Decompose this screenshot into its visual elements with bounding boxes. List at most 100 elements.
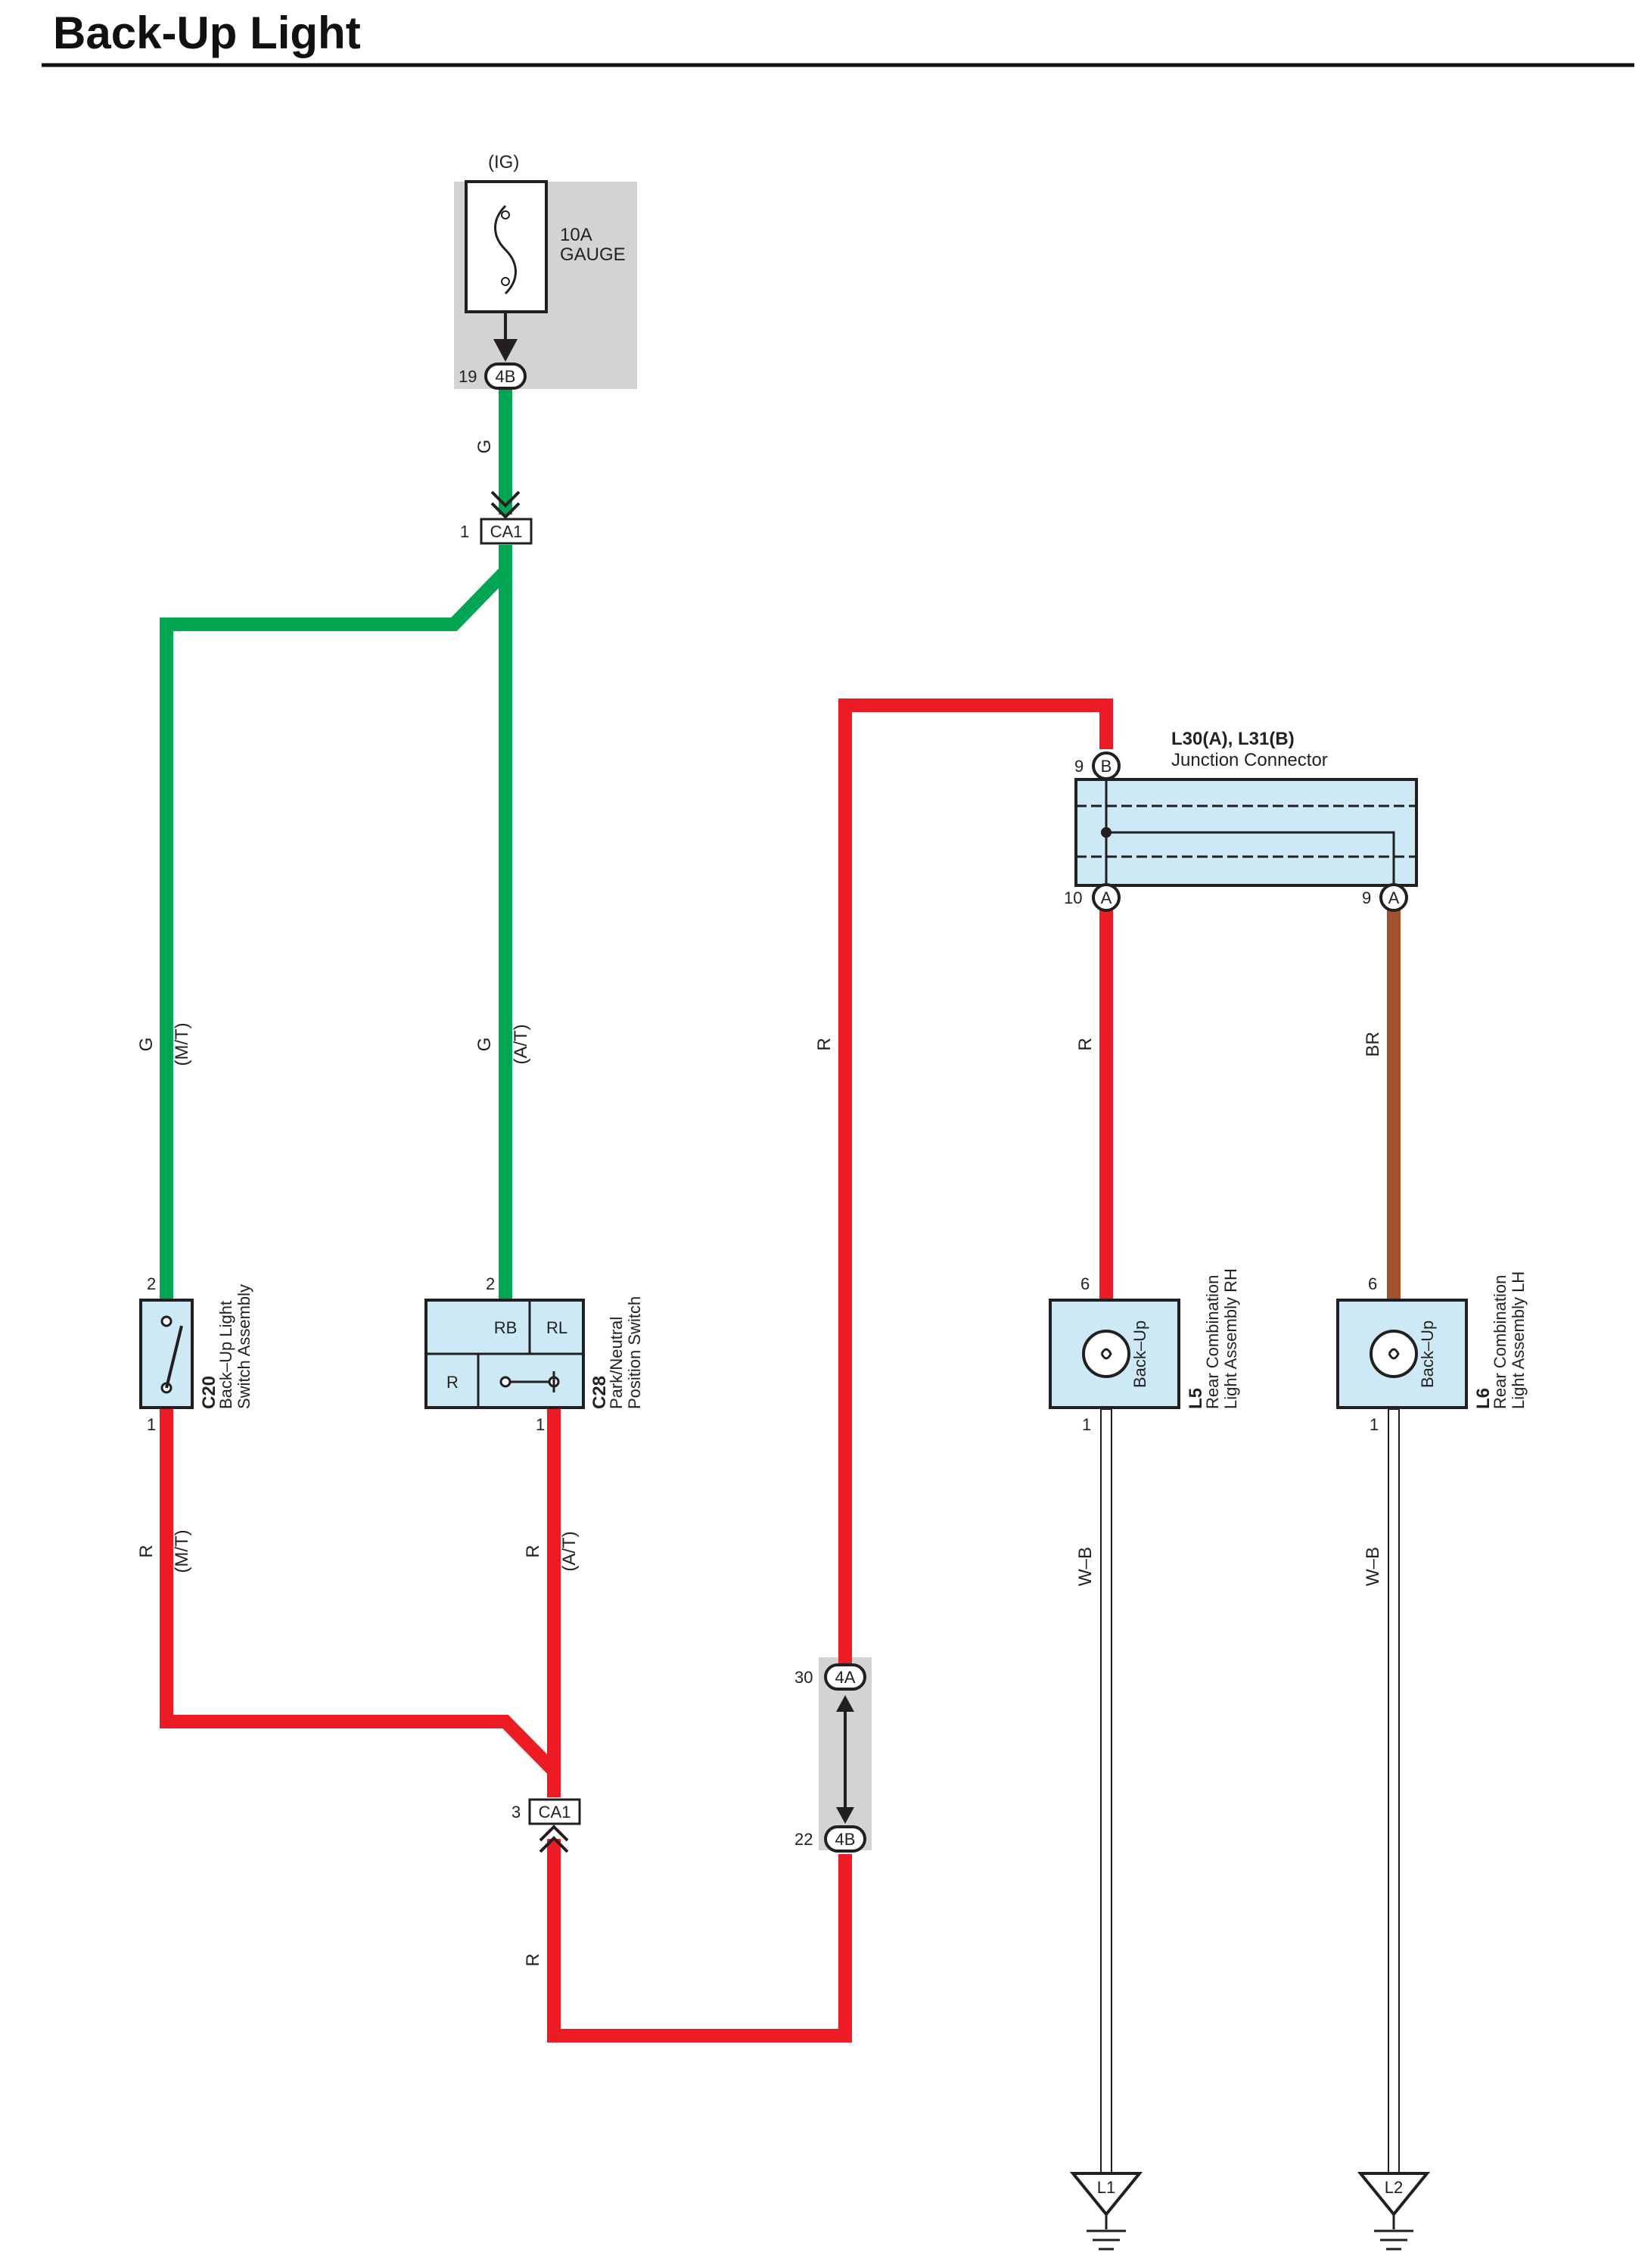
wire-r-long — [838, 698, 1113, 1665]
arrow-up-icon — [836, 1695, 854, 1712]
c28-pin-1: 1 — [536, 1415, 545, 1434]
l6-bulb-label: Back–Up — [1418, 1321, 1437, 1388]
l6-name-line1: Rear Combination — [1491, 1275, 1510, 1409]
wire-label-wb-l5: W–B — [1075, 1547, 1096, 1586]
arrow-down-icon — [493, 339, 518, 362]
wire-label-at-top: (A/T) — [511, 1024, 531, 1064]
ig-label: (IG) — [488, 152, 519, 173]
connector-4a — [824, 1663, 866, 1691]
terminal-a-right-label: A — [1388, 888, 1400, 907]
pin-ca1-1: 1 — [460, 522, 469, 541]
connector-ca1-top-label: CA1 — [490, 522, 523, 541]
connector-ca1-bottom-label: CA1 — [539, 1803, 571, 1822]
l5-bulb-label: Back–Up — [1130, 1321, 1149, 1388]
wire-label-mt-top: (M/T) — [172, 1022, 192, 1066]
fuse-box — [465, 180, 548, 313]
terminal-a-left — [1092, 883, 1121, 912]
connector-4a-label: 4A — [835, 1668, 856, 1687]
connector-chevron-icon — [539, 1825, 569, 1853]
filament-icon — [1388, 1348, 1400, 1360]
switch-blade-icon — [165, 1325, 183, 1389]
c20-pin-1: 1 — [147, 1415, 156, 1434]
c28-pin-2: 2 — [486, 1274, 495, 1293]
wire-label-r-bottom: R — [523, 1953, 543, 1966]
pin-b9: 9 — [1074, 757, 1084, 776]
wire-label-r-long: R — [814, 1038, 835, 1050]
wire-label-r-at: R — [523, 1545, 543, 1557]
connector-chevron-icon — [490, 490, 521, 519]
pin-ca1-3: 3 — [511, 1803, 521, 1822]
junction-bus-right — [1106, 831, 1395, 897]
wire-label-g-top: G — [474, 440, 495, 454]
c20-id: C20 — [199, 1376, 219, 1409]
pin-4b-22: 22 — [794, 1830, 813, 1849]
wire-label-wb-l6: W–B — [1363, 1547, 1383, 1586]
pin-4a-30: 30 — [794, 1668, 813, 1687]
c28-cell-rl: RL — [546, 1318, 567, 1337]
terminal-a-left-label: A — [1101, 888, 1112, 907]
fuse-amp: 10A — [560, 225, 592, 245]
l6-pin-1: 1 — [1370, 1415, 1379, 1434]
fuse-pin-icon — [501, 277, 510, 286]
page-title: Back-Up Light — [53, 8, 361, 58]
wire-label-mt-bot: (M/T) — [172, 1529, 192, 1573]
connector-4b-top-label: 4B — [496, 367, 516, 386]
bulb-icon — [1370, 1330, 1418, 1378]
fuse-name: GAUGE — [560, 244, 626, 265]
c28-name-line1: Park/Neutral — [607, 1317, 626, 1409]
l5-id: L5 — [1186, 1388, 1206, 1409]
ground-l2-label: L2 — [1385, 2178, 1403, 2197]
wire-label-at-bot: (A/T) — [559, 1531, 580, 1571]
c20-name-line1: Back–Up Light — [216, 1301, 235, 1409]
ground-l1 — [1069, 2172, 1143, 2251]
l5-pin-6: 6 — [1080, 1274, 1090, 1293]
wire-label-g-mt: G — [136, 1038, 157, 1052]
wire-r-mt — [160, 1408, 561, 1797]
connector-4b-bottom — [824, 1825, 866, 1853]
wire-label-r-mt: R — [136, 1545, 157, 1557]
wire-wb-l6 — [1388, 1408, 1400, 2174]
c20-name-line2: Switch Assembly — [235, 1284, 253, 1409]
wire-label-br-l6: BR — [1363, 1031, 1383, 1056]
bulb-icon — [1082, 1330, 1130, 1378]
l5-pin-1: 1 — [1082, 1415, 1091, 1434]
connector-ca1-top — [480, 518, 533, 545]
l5-name-line1: Rear Combination — [1203, 1275, 1222, 1409]
connector-4b-top — [484, 362, 527, 390]
wire-label-r-l5: R — [1075, 1038, 1096, 1050]
wire-g-mt — [160, 566, 511, 1302]
junction-name: Junction Connector — [1171, 750, 1328, 770]
l5-name-line2: Light Assembly RH — [1221, 1268, 1240, 1409]
pin-a10: 10 — [1064, 888, 1082, 907]
arrow-down-icon — [836, 1807, 854, 1824]
ground-l2 — [1357, 2172, 1431, 2251]
l6-pin-6: 6 — [1368, 1274, 1377, 1293]
pin-a9: 9 — [1362, 888, 1371, 907]
ground-l1-label: L1 — [1097, 2178, 1115, 2197]
fuse-pin-icon — [501, 210, 510, 219]
wire-wb-l5 — [1100, 1408, 1112, 2174]
pin-19: 19 — [459, 367, 477, 386]
c28-name-line2: Position Switch — [625, 1296, 644, 1409]
c20-pin-2: 2 — [147, 1274, 156, 1293]
fuse-icon — [494, 204, 517, 295]
connector-4b-bottom-label: 4B — [835, 1830, 856, 1849]
switch-contact-icon — [160, 1315, 173, 1327]
wire-label-g-at: G — [474, 1038, 495, 1052]
wire-r-bottom — [547, 1839, 852, 2042]
connector-ca1-bottom — [528, 1798, 581, 1825]
c28-id: C28 — [589, 1376, 610, 1409]
terminal-b — [1092, 751, 1121, 780]
junction-id: L30(A), L31(B) — [1171, 729, 1295, 749]
terminal-b-label: B — [1101, 757, 1112, 776]
junction-splice-dot — [1101, 827, 1112, 838]
l6-id: L6 — [1473, 1388, 1494, 1409]
filament-icon — [1100, 1348, 1112, 1360]
ground-triangle-icon — [1357, 2172, 1431, 2217]
l6-name-line2: Light Assembly LH — [1509, 1271, 1528, 1409]
terminal-a-right — [1379, 883, 1408, 912]
c28-contact-icon — [499, 1376, 511, 1388]
c28-cell-r: R — [446, 1373, 459, 1392]
c28-cell-rb: RB — [494, 1318, 518, 1337]
